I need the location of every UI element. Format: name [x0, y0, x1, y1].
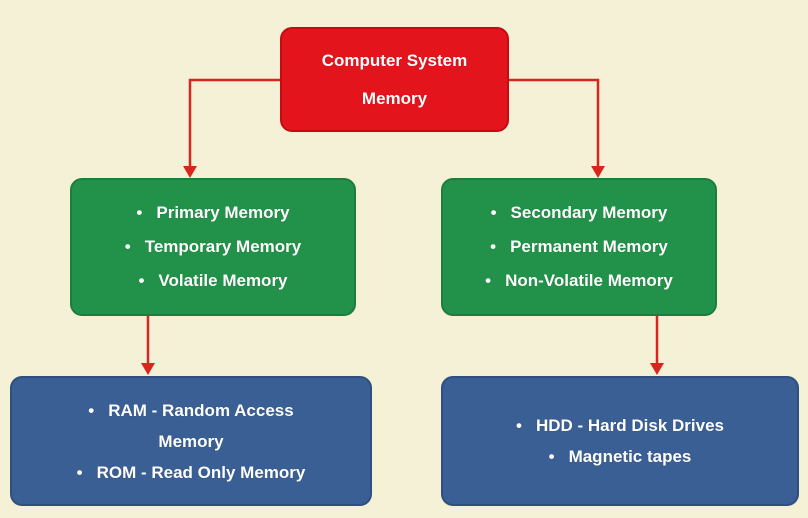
- secondary-item: • Non-Volatile Memory: [485, 264, 673, 298]
- bullet-icon: •: [124, 237, 131, 256]
- arrowhead-primary-examples: [141, 363, 155, 375]
- secondary-item: • Permanent Memory: [490, 230, 668, 264]
- root-line-1: Computer System: [321, 50, 468, 70]
- arrow-root-to-primary: [188, 78, 280, 168]
- primary-item-label: Primary Memory: [156, 203, 290, 222]
- ram-item: • RAM - Random Access: [88, 395, 293, 426]
- bullet-icon: •: [516, 416, 522, 435]
- rom-item-label: ROM - Read Only Memory: [96, 462, 306, 482]
- bullet-icon: •: [88, 400, 95, 420]
- secondary-item: • Secondary Memory: [491, 196, 668, 230]
- magnetic-tapes-item: • Magnetic tapes: [549, 441, 692, 472]
- bullet-icon: •: [490, 237, 497, 256]
- secondary-memory-node: • Secondary Memory • Permanent Memory • Non…: [441, 178, 717, 316]
- magnetic-tapes-item-label: Magnetic tapes: [568, 447, 692, 466]
- rom-item: • ROM - Read Only Memory: [77, 457, 306, 488]
- primary-item: • Primary Memory: [136, 196, 289, 230]
- bullet-icon: •: [485, 271, 492, 290]
- arrowhead-primary: [183, 166, 197, 178]
- secondary-item-label: Permanent Memory: [510, 237, 668, 256]
- arrowhead-secondary-examples: [650, 363, 664, 375]
- ram-item-continuation: Memory: [158, 431, 224, 451]
- root-line-2: Memory: [361, 88, 428, 108]
- arrowhead-secondary: [591, 166, 605, 178]
- primary-item: • Volatile Memory: [138, 264, 287, 298]
- bullet-icon: •: [490, 203, 497, 222]
- secondary-item-label: Secondary Memory: [510, 203, 668, 222]
- primary-memory-node: •Primary Memory •Temporary Memory •Volat…: [70, 178, 356, 316]
- primary-item: • Temporary Memory: [125, 230, 301, 264]
- bullet-icon: •: [138, 271, 145, 290]
- primary-item-label: Volatile Memory: [158, 271, 288, 290]
- secondary-item-label: Non-Volatile Memory: [505, 271, 673, 290]
- bullet-icon: •: [76, 462, 83, 482]
- bullet-icon: •: [136, 203, 143, 222]
- secondary-examples-node: • HDD - Hard Disk Drives • Magnetic tapes: [441, 376, 799, 506]
- hdd-item-label: HDD - Hard Disk Drives: [535, 416, 724, 435]
- arrow-root-to-secondary: [509, 78, 600, 168]
- ram-item-label: RAM - Random Access: [108, 400, 294, 420]
- primary-item-label: Temporary Memory: [144, 237, 302, 256]
- primary-examples-node: • RAM - Random Access Memory • ROM - Read …: [10, 376, 372, 506]
- root-node-computer-system-memory: Computer System Memory: [280, 27, 509, 132]
- hdd-item: • HDD - Hard Disk Drives: [516, 410, 724, 441]
- bullet-icon: •: [548, 447, 555, 466]
